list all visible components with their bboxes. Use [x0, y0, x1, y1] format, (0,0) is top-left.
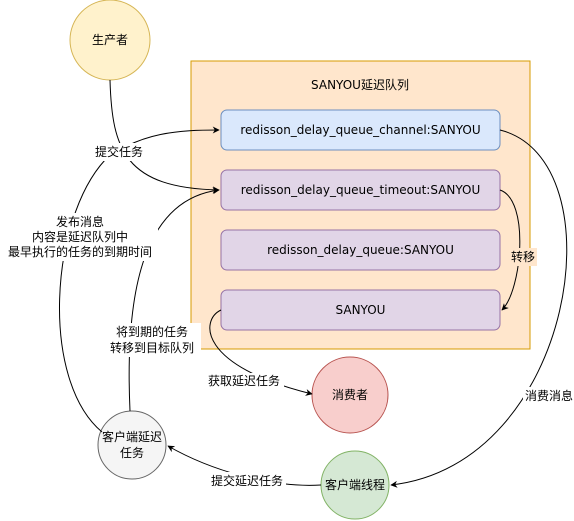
delay-queue-box: [220, 229, 501, 271]
timeout-queue-label: redisson_delay_queue_timeout:SANYOU: [241, 183, 481, 197]
submit-delay-task-label: 提交延迟任务: [211, 473, 283, 488]
publish-message-label-2: 内容是延迟队列中: [32, 229, 128, 244]
target-queue-label: SANYOU: [336, 303, 386, 317]
client-thread-label: 客户端线程: [325, 477, 385, 492]
edge-timeout-to-target: [499, 189, 521, 311]
edge-client-to-timeout: [128, 187, 220, 412]
publish-message-label-1: 发布消息: [56, 214, 104, 229]
edge-channel-to-client-thread: [390, 129, 568, 488]
container-title: SANYOU延迟队列: [311, 77, 409, 92]
publish-message-label-3: 最早执行的任务的到期时间: [8, 244, 152, 259]
transfer-label: 转移: [511, 249, 535, 264]
client-delay-task-label-2: 任务: [120, 445, 144, 460]
delay-queue-label: redisson_delay_queue:SANYOU: [267, 243, 454, 257]
client-delay-task-node: [97, 410, 167, 480]
channel-queue-label: redisson_delay_queue_channel:SANYOU: [240, 123, 480, 137]
fetch-delay-task-label: 获取延迟任务: [208, 373, 280, 388]
submit-task-label: 提交任务: [95, 144, 143, 159]
producer-label: 生产者: [92, 33, 128, 47]
client-delay-task-label-1: 客户端延迟: [102, 429, 162, 444]
edge-client-to-channel: [59, 126, 220, 433]
move-expired-label-2: 转移到目标队列: [110, 340, 194, 355]
move-expired-label-1: 将到期的任务: [116, 324, 188, 339]
consumer-label: 消费者: [332, 388, 368, 402]
consume-message-label: 消费消息: [525, 388, 573, 403]
